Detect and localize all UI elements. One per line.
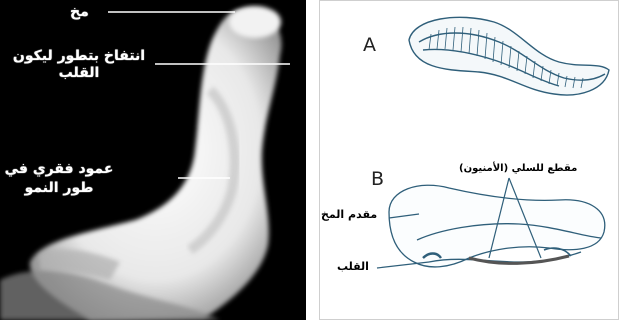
stage-a-letter: A (363, 34, 376, 56)
label-forebrain: مقدم المخ (321, 208, 377, 221)
label-amnion-section: مقطع للسلي (الأمنيون) (459, 163, 577, 174)
embryo-drawing-panel: A B مقطع للسلي (الأمنيون) مقدم المخ القل… (319, 0, 619, 320)
embryo-head (229, 6, 281, 38)
label-heart: القلب (337, 260, 369, 273)
embryo-photo-panel: مخ انتفاخ بتطور ليكون القلب عمود فقري في… (0, 0, 306, 320)
stage-b-letter: B (371, 168, 384, 190)
label-heart-bulge: انتفاخ بتطور ليكون القلب (4, 48, 154, 82)
label-brain: مخ (70, 4, 89, 20)
label-spinal-column: عمود فقري في طور النمو (4, 160, 114, 198)
